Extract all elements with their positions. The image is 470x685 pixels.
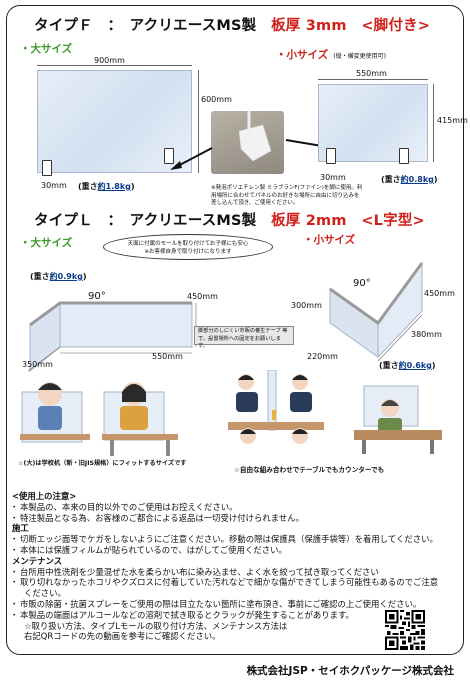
- l-small-height2-dim: 450mm: [424, 289, 455, 298]
- usage-notes: <使用上の注意> 本製品の、本来の目的以外でのご使用はお控えください。 特注製品…: [10, 491, 452, 642]
- school-caption: ☆(大)は学校机（新・旧JIS規格）にフィットするサイズです: [18, 460, 187, 467]
- qr-code-icon[interactable]: [385, 610, 425, 650]
- l-small-height-dim: 300mm: [291, 301, 322, 310]
- type-f-small-label-group: ・小サイズ (縦・横変更使用可): [276, 49, 386, 61]
- usage-footer-line: ☆取り扱い方法、タイプLモールの取り付け方法、メンテナンス方法は: [24, 620, 288, 631]
- l-large-drawing: [27, 301, 197, 373]
- f-large-weight: (重さ約1.8kg): [78, 182, 135, 191]
- maintenance-heading: メンテナンス: [12, 555, 63, 566]
- l-small-weight: (重さ約0.6kg): [379, 361, 436, 370]
- school-desk-illustration: [20, 382, 178, 456]
- fixing-note: 脚部分のしにくい市販の養生テープ 等で、設置場所への固定をお願いします。: [194, 326, 294, 349]
- l-large-depth-dim: 350mm: [22, 360, 53, 369]
- f-large-foot-left: [42, 160, 52, 176]
- foam-arrows: [170, 139, 328, 170]
- l-large-width-dim: 550mm: [152, 352, 183, 361]
- l-large-height-dim: 450mm: [187, 292, 218, 301]
- install-item: 切断エッジ面等でケガをしないようにご注意ください。移動の際は保護具（保護手袋等）…: [10, 534, 452, 545]
- f-large-foot-dim: 30mm: [41, 181, 67, 190]
- maintenance-item: 本製品の端面はアルコールなどの溶剤で拭き取るとクラックが発生することがあります。: [10, 610, 452, 621]
- f-large-height-dim: 600mm: [201, 95, 232, 104]
- l-small-depth-dim: 220mm: [307, 352, 338, 361]
- f-large-width-line: [37, 65, 192, 66]
- l-small-width-dim: 380mm: [411, 330, 442, 339]
- l-large-weight: (重さ約0.9kg): [30, 272, 87, 281]
- type-l-large-label: ・大サイズ: [20, 237, 73, 249]
- f-small-foot-left: [326, 148, 336, 164]
- mould-cloud-note: 天面に付属のモールを取り付けてお子様にも安心 ※お客様自身で取り付けになります: [103, 234, 273, 260]
- l-small-drawing: [329, 261, 424, 362]
- f-small-height-dim: 415mm: [437, 116, 468, 125]
- f-small-panel: [318, 84, 428, 162]
- counter-illustration: [354, 385, 442, 454]
- f-small-height-line: [433, 84, 434, 162]
- maintenance-item: 取り切れなかったホコリやクズロスに付着していた汚れなどで細かな傷ができてしまう可…: [10, 577, 452, 588]
- install-item: 本体には保護フィルムが貼られているので、はがしてご使用ください。: [10, 545, 452, 556]
- usage-heading: <使用上の注意>: [12, 491, 77, 501]
- company-name: 株式会社JSP・セイホクパッケージ株式会社: [246, 665, 454, 677]
- maintenance-item-cont: ください。: [24, 588, 66, 599]
- page-frame: [6, 5, 464, 655]
- type-f-large-label: ・大サイズ: [20, 43, 73, 55]
- f-large-height-line: [198, 70, 199, 173]
- l-small-angle: 90°: [353, 278, 371, 289]
- f-small-foot-right: [399, 148, 409, 164]
- type-l-title: タイプＬ ： アクリエースMS製 板厚 2mm <L字型>: [34, 213, 425, 229]
- usage-intro-item: 特注製品となる為、お客様のご都合による返品は一切受け付けられません。: [10, 513, 452, 524]
- f-small-width-line: [318, 79, 428, 80]
- foam-foot-photo: [211, 111, 284, 174]
- f-small-width-dim: 550mm: [356, 69, 387, 78]
- type-f-title: タイプＦ ： アクリエースMS製 板厚 3mm <脚付き>: [34, 18, 431, 34]
- type-l-small-label: ・小サイズ: [303, 234, 356, 246]
- meeting-table-illustration: [228, 370, 324, 444]
- l-large-angle: 90°: [88, 291, 106, 302]
- f-large-width-dim: 900mm: [94, 56, 125, 65]
- maintenance-item: 市販の除菌・抗菌スプレーをご使用の際は目立たない箇所に塗布頂き、事前にご確認の上…: [10, 599, 452, 610]
- foam-note: ※発泡ポリエチレン製 ミラブランF(ファイン)を脚に使用。利用場所に合わせてパネ…: [211, 185, 363, 206]
- f-small-foot-dim: 30mm: [320, 173, 346, 182]
- usage-intro-item: 本製品の、本来の目的以外でのご使用はお控えください。: [10, 502, 452, 513]
- f-small-weight: (重さ約0.8kg): [381, 175, 438, 184]
- install-heading: 施工: [12, 523, 29, 534]
- usage-footer-line: 右記QRコードの先の動画を参考にご確認ください。: [24, 631, 221, 642]
- maintenance-item: 台所用中性洗剤を少量混ぜた水を柔らかい布に染み込ませ、よく水を絞って拭き取ってく…: [10, 567, 452, 578]
- table-caption: ☆自由な組み合わせでテーブルでもカウンターでも: [234, 466, 385, 474]
- f-large-foot-right: [164, 148, 174, 164]
